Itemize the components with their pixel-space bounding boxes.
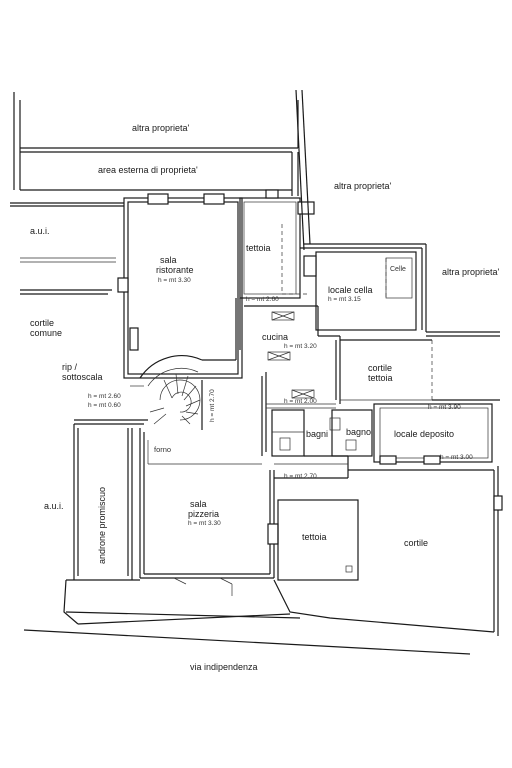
label-sala-ristorante-2: ristorante (156, 265, 194, 275)
wall-sala-ristorante (117, 193, 243, 379)
label-tettoia-bottom: tettoia (302, 532, 327, 542)
height-cucina: h = mt 3.20 (284, 343, 317, 350)
wall-sala-pizzeria (139, 428, 279, 596)
height-corridor: h = mt 2.70 (209, 389, 216, 422)
wall-locale-cella (295, 89, 500, 337)
height-tettoia-top: h = mt 2.60 (246, 296, 279, 303)
label-cortile-comune-2: comune (30, 328, 63, 338)
label-sala-pizzeria-1: sala (190, 499, 207, 509)
height-pizzeria: h = mt 3.30 (188, 520, 221, 527)
label-cortile-tettoia-1: cortile (368, 363, 393, 373)
height-cucina-lower: h = mt 2.00 (284, 398, 317, 405)
wall-androne (66, 424, 140, 581)
label-cortile-tettoia-2: tettoia (368, 373, 393, 383)
boundary-left (10, 202, 128, 295)
height-deposito-upper: h = mt 3.90 (428, 404, 461, 411)
wall-bagni (271, 409, 373, 478)
label-locale-cella: locale cella (328, 285, 373, 295)
label-sala-pizzeria-2: pizzeria (188, 509, 220, 519)
label-cortile: cortile (404, 538, 429, 548)
wall-cucina (235, 298, 341, 456)
label-locale-deposito: locale deposito (394, 429, 455, 439)
label-altra-proprieta-top: altra proprieta' (132, 123, 190, 133)
label-sala-ristorante-1: sala (160, 255, 177, 265)
label-rip-2: sottoscala (62, 372, 103, 382)
height-ristorante: h = mt 3.30 (158, 277, 191, 284)
label-tettoia-top: tettoia (246, 243, 271, 253)
staircase (74, 355, 236, 430)
label-androne: androne promiscuo (97, 486, 107, 564)
height-bagni-corridor: h = mt 2.70 (284, 473, 317, 480)
label-aui-top: a.u.i. (30, 226, 50, 236)
label-via-indipendenza: via indipendenza (190, 662, 258, 672)
label-cucina: cucina (262, 332, 289, 342)
street-frontage (23, 579, 495, 655)
height-rip-upper: h = mt 2.60 (88, 393, 121, 400)
height-rip-lower: h = mt 0.60 (88, 402, 121, 409)
wall-cortile-tettoia (340, 339, 433, 401)
height-locale-cella: h = mt 3.15 (328, 296, 361, 303)
label-bagno: bagno (346, 427, 372, 437)
label-area-esterna: area esterna di proprieta' (98, 165, 198, 175)
wall-tettoia-bottom (274, 466, 503, 636)
label-altra-proprieta-mid: altra proprieta' (334, 181, 392, 191)
label-celle: Celle (390, 266, 406, 273)
wall-locale-deposito (373, 399, 500, 465)
label-bagni: bagni (306, 429, 329, 439)
label-aui-bottom: a.u.i. (44, 501, 64, 511)
label-rip-1: rip / (62, 362, 78, 372)
label-forno: forno (154, 445, 172, 454)
label-cortile-comune-1: cortile (30, 318, 55, 328)
label-altra-proprieta-right: altra proprieta' (442, 267, 500, 277)
height-deposito-lower: h = mt 3.00 (440, 454, 473, 461)
boundary-top (13, 92, 299, 196)
